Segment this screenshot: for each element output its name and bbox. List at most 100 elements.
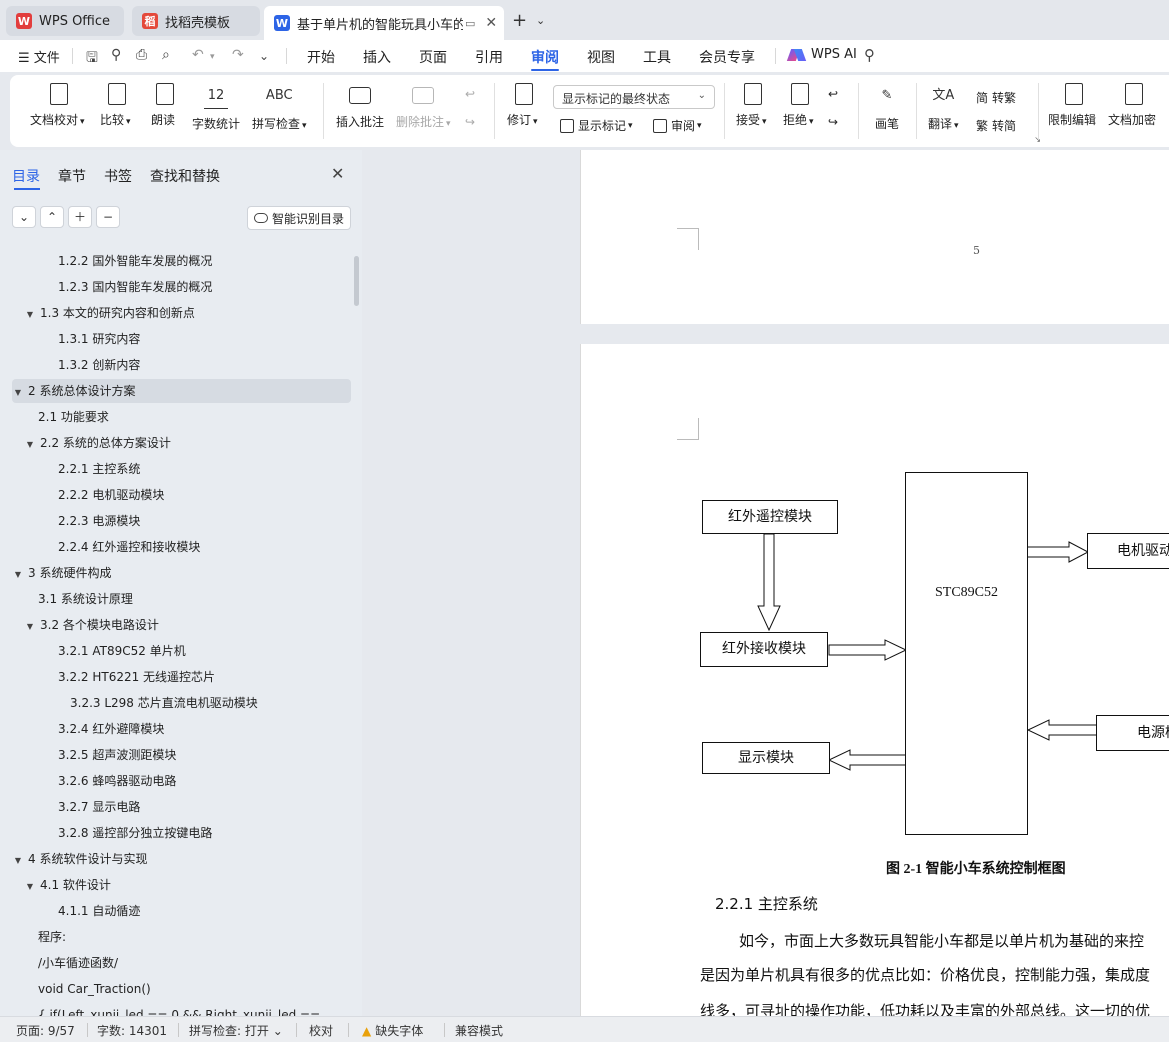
toc-item[interactable]: ▼3.2 各个模块电路设计 — [12, 613, 351, 637]
toc-item[interactable]: 3.2.8 遥控部分独立按键电路 — [12, 821, 351, 845]
toc-item[interactable]: 3.2.6 蜂鸣器驱动电路 — [12, 769, 351, 793]
to-traditional-button[interactable]: 简 转繁 — [976, 89, 1016, 106]
read-aloud-button[interactable]: 朗读 — [151, 83, 175, 128]
pen-button[interactable]: ✎ 画笔 — [875, 83, 899, 132]
track-changes-button[interactable]: 修订▾ — [507, 83, 538, 128]
menu-references[interactable]: 引用 — [475, 50, 503, 66]
expand-triangle-icon[interactable]: ▼ — [26, 622, 34, 631]
collapse-up-button[interactable]: ⌃ — [40, 206, 64, 228]
wps-ai-button[interactable]: WPS AI — [789, 47, 857, 62]
to-simplified-button[interactable]: 繁 转简 — [976, 117, 1016, 134]
toc-item[interactable]: ▼4 系统软件设计与实现 — [12, 847, 351, 871]
undo-icon[interactable]: ↶ — [192, 47, 204, 63]
missing-font-indicator[interactable]: ▲缺失字体 — [362, 1022, 423, 1039]
word-count-button[interactable]: 12 字数统计 — [192, 83, 240, 132]
undo-dropdown-icon[interactable]: ▾ — [210, 52, 215, 62]
reject-button[interactable]: 拒绝▾ — [783, 83, 814, 128]
toc-item[interactable]: 2.2.2 电机驱动模块 — [12, 483, 351, 507]
delete-comment-button[interactable]: 删除批注▾ — [396, 83, 451, 130]
toc-item[interactable]: 3.2.3 L298 芯片直流电机驱动模块 — [12, 691, 351, 715]
tab-find-replace[interactable]: 查找和替换 — [150, 169, 220, 185]
next-comment-icon[interactable]: ↪ — [465, 115, 476, 129]
remove-heading-button[interactable]: − — [96, 206, 120, 228]
insert-comment-button[interactable]: 插入批注 — [336, 83, 384, 130]
toc-item[interactable]: 2.1 功能要求 — [12, 405, 351, 429]
next-change-icon[interactable]: ↪ — [828, 115, 839, 129]
expand-triangle-icon[interactable]: ▼ — [14, 570, 22, 579]
menu-page[interactable]: 页面 — [419, 50, 447, 66]
more-chevron-icon[interactable]: ⌄ — [259, 49, 270, 63]
tab-toc[interactable]: 目录 — [12, 169, 40, 185]
toc-item[interactable]: 2.2.4 红外遥控和接收模块 — [12, 535, 351, 559]
toc-item[interactable]: /小车循迹函数/ — [12, 951, 351, 975]
restrict-edit-button[interactable]: 限制编辑 — [1048, 83, 1096, 128]
close-tab-icon[interactable]: ✕ — [485, 15, 498, 31]
toc-item[interactable]: ▼1.3 本文的研究内容和创新点 — [12, 301, 351, 325]
tab-chapters[interactable]: 章节 — [58, 169, 86, 185]
print-icon[interactable]: ⎙ — [136, 47, 148, 63]
menu-member[interactable]: 会员专享 — [699, 50, 755, 66]
previous-change-icon[interactable]: ↩ — [828, 87, 839, 101]
new-tab-button[interactable]: + — [512, 10, 528, 31]
previous-comment-icon[interactable]: ↩ — [465, 87, 476, 101]
proofread-button[interactable]: 文档校对▾ — [30, 83, 85, 128]
markup-state-select[interactable]: 显示标记的最终状态 ⌄ — [553, 85, 715, 109]
expand-triangle-icon[interactable]: ▼ — [26, 882, 34, 891]
toc-item[interactable]: 3.2.2 HT6221 无线遥控芯片 — [12, 665, 351, 689]
toc-item[interactable]: 3.2.5 超声波测距模块 — [12, 743, 351, 767]
toc-item[interactable]: ▼2.2 系统的总体方案设计 — [12, 431, 351, 455]
proofread-indicator[interactable]: 校对 — [309, 1024, 334, 1038]
toc-item[interactable]: ▼4.1 软件设计 — [12, 873, 351, 897]
toc-item[interactable]: ▼3 系统硬件构成 — [12, 561, 351, 585]
toc-item[interactable]: 1.3.2 创新内容 — [12, 353, 351, 377]
file-menu[interactable]: ☰ 文件 — [18, 51, 60, 66]
review-pane-button[interactable]: 审阅▾ — [653, 117, 702, 134]
expand-triangle-icon[interactable]: ▼ — [26, 440, 34, 449]
translate-button[interactable]: 文A 翻译▾ — [928, 83, 959, 132]
show-markup-button[interactable]: 显示标记▾ — [560, 117, 633, 134]
tab-current-document[interactable]: W 基于单片机的智能玩具小车的 ▭ ✕ — [264, 6, 504, 40]
toc-item[interactable]: ▼2 系统总体设计方案 — [12, 379, 351, 403]
tab-wps-office[interactable]: W WPS Office — [6, 6, 124, 36]
dialog-launcher-icon[interactable]: ↘ — [1034, 135, 1041, 144]
tab-docer-templates[interactable]: 稻 找稻壳模板 — [132, 6, 260, 36]
search-icon[interactable]: ⚲ — [864, 46, 875, 64]
expand-triangle-icon[interactable]: ▼ — [14, 388, 22, 397]
toc-item[interactable]: 1.2.3 国内智能车发展的概况 — [12, 275, 351, 299]
print-preview-icon[interactable]: ⌕ — [162, 47, 170, 63]
toc-item[interactable]: 3.2.7 显示电路 — [12, 795, 351, 819]
redo-icon[interactable]: ↷ — [232, 47, 244, 63]
menu-view[interactable]: 视图 — [587, 50, 615, 66]
smart-toc-button[interactable]: 智能识别目录 — [247, 206, 351, 230]
share-icon[interactable]: ⚲ — [111, 47, 122, 63]
encrypt-button[interactable]: 文档加密 — [1108, 83, 1156, 128]
toc-item[interactable]: 1.3.1 研究内容 — [12, 327, 351, 351]
accept-button[interactable]: 接受▾ — [736, 83, 767, 128]
tab-bookmarks[interactable]: 书签 — [104, 169, 132, 185]
toc-item[interactable]: 2.2.1 主控系统 — [12, 457, 351, 481]
expand-triangle-icon[interactable]: ▼ — [14, 856, 22, 865]
menu-review[interactable]: 审阅 — [531, 50, 559, 66]
word-count-indicator[interactable]: 字数: 14301 — [97, 1024, 168, 1038]
toc-item[interactable]: 4.1.1 自动循迹 — [12, 899, 351, 923]
close-icon[interactable]: ✕ — [331, 164, 345, 183]
compare-button[interactable]: 比较▾ — [100, 83, 131, 128]
add-heading-button[interactable]: ＋ — [68, 206, 92, 228]
toc-item[interactable]: 3.2.4 红外避障模块 — [12, 717, 351, 741]
chevron-down-icon[interactable]: ⌄ — [536, 14, 546, 27]
save-icon[interactable]: 🖫 — [86, 50, 98, 66]
toc-item[interactable]: 2.2.3 电源模块 — [12, 509, 351, 533]
document-canvas[interactable]: 5 红外遥控模块 红外接收模块 显示模块 STC89C52 电机驱动 电源模块 … — [364, 150, 1169, 1016]
toc-item[interactable]: void Car_Traction() — [12, 977, 351, 1001]
menu-home[interactable]: 开始 — [307, 50, 335, 66]
toc-item[interactable]: 3.1 系统设计原理 — [12, 587, 351, 611]
expand-down-button[interactable]: ⌄ — [12, 206, 36, 228]
toc-scrollbar[interactable] — [354, 256, 359, 306]
expand-triangle-icon[interactable]: ▼ — [26, 310, 34, 319]
menu-tools[interactable]: 工具 — [643, 50, 671, 66]
toc-item[interactable]: 1.2.2 国外智能车发展的概况 — [12, 249, 351, 273]
spell-check-button[interactable]: ABC 拼写检查▾ — [252, 83, 307, 132]
page-indicator[interactable]: 页面: 9/57 — [16, 1024, 75, 1038]
menu-insert[interactable]: 插入 — [363, 50, 391, 66]
spell-check-indicator[interactable]: 拼写检查: 打开 ⌄ — [189, 1022, 283, 1039]
